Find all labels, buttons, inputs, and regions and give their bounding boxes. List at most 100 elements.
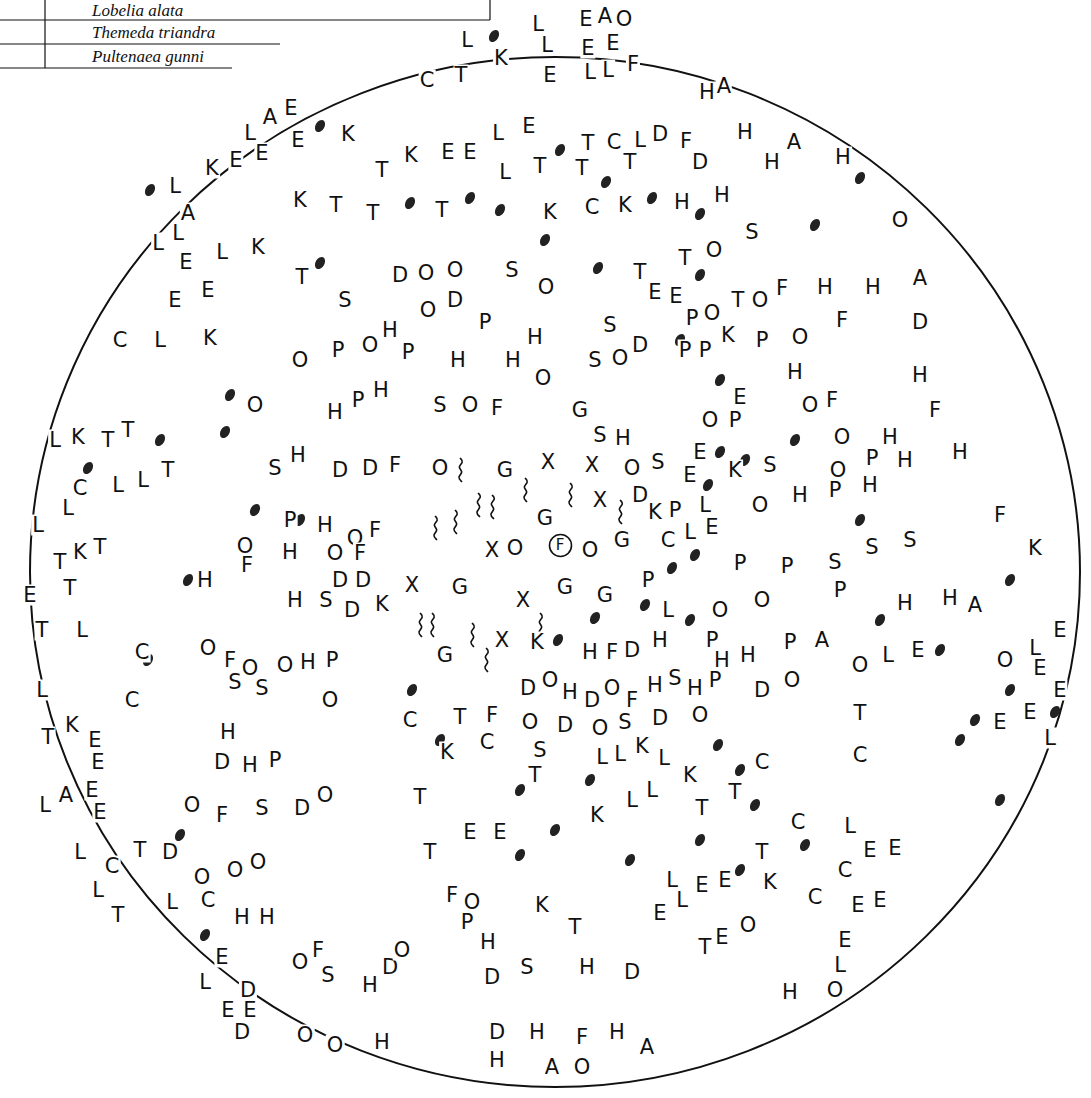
species-letter: P <box>401 342 416 363</box>
table-cell: Themeda triandra <box>90 24 217 41</box>
species-letter: L <box>73 842 87 863</box>
species-letter: H <box>951 442 969 463</box>
species-letter: H <box>281 542 299 563</box>
species-letter: T <box>755 842 770 863</box>
species-letter: A <box>58 785 74 806</box>
species-letter: D <box>651 708 669 729</box>
species-letter: L <box>198 972 212 993</box>
species-letter: O <box>603 678 622 699</box>
species-letter: S <box>617 712 632 733</box>
species-letter: H <box>286 590 304 611</box>
species-letter: L <box>111 475 125 496</box>
species-letter: D <box>213 752 231 773</box>
species-letter: S <box>587 350 602 371</box>
species-letter: F <box>240 555 254 576</box>
species-letter: G <box>496 460 514 481</box>
species-letter: X <box>540 452 556 473</box>
plant-dot <box>403 195 417 211</box>
species-letter: L <box>491 123 505 144</box>
species-letter: T <box>53 552 68 573</box>
species-letter: T <box>133 840 148 861</box>
species-letter: E <box>242 1000 257 1021</box>
species-letter: H <box>896 593 914 614</box>
plant-dot <box>713 444 727 460</box>
species-letter: P <box>755 330 770 351</box>
species-letter: H <box>781 982 799 1003</box>
species-letter: O <box>326 1035 345 1056</box>
species-letter: C <box>837 860 854 881</box>
species-letter: E <box>462 142 477 163</box>
species-letter: E <box>872 890 887 911</box>
species-letter: H <box>881 427 899 448</box>
species-letter: S <box>267 458 282 479</box>
plant-dot <box>553 142 567 158</box>
plant-dot <box>198 927 212 943</box>
species-letter: E <box>714 927 729 948</box>
species-letter: F <box>353 543 367 564</box>
species-letter: T <box>101 430 116 451</box>
species-letter: X <box>592 490 608 511</box>
species-letter: S <box>602 315 617 336</box>
species-letter: E <box>22 585 37 606</box>
species-letter: F <box>679 131 693 152</box>
species-letter: C <box>790 812 807 833</box>
species-letter: T <box>678 248 693 269</box>
species-letter: D <box>911 312 929 333</box>
species-letter: L <box>540 35 554 56</box>
circled-marker: F <box>548 533 573 558</box>
species-letter: T <box>161 460 176 481</box>
plant-dot <box>1003 572 1017 588</box>
species-letter: G <box>596 585 614 606</box>
species-letter: H <box>316 515 334 536</box>
species-letter: O <box>711 600 730 621</box>
species-letter: T <box>454 65 469 86</box>
species-letter: E <box>462 822 477 843</box>
species-letter: L <box>661 600 675 621</box>
plant-dot <box>313 255 327 271</box>
species-letter: O <box>321 690 340 711</box>
species-letter: C <box>419 70 436 91</box>
grass-squiggle <box>454 510 457 534</box>
species-letter: T <box>366 203 381 224</box>
species-letter: O <box>226 860 245 881</box>
species-letter: P <box>705 630 720 651</box>
species-letter: O <box>615 9 634 30</box>
species-letter: T <box>853 703 868 724</box>
species-letter: T <box>329 195 344 216</box>
grass-squiggles <box>419 458 622 672</box>
species-letter: S <box>254 678 269 699</box>
species-letter: P <box>268 750 283 771</box>
marker-ring <box>549 534 571 556</box>
species-letter: H <box>941 588 959 609</box>
species-letter: D <box>483 967 501 988</box>
plant-dot <box>788 432 802 448</box>
species-letter: L <box>843 816 857 837</box>
grass-squiggle <box>434 516 437 540</box>
plant-dot <box>463 190 477 206</box>
species-letter: H <box>786 362 804 383</box>
species-letter: T <box>41 727 56 748</box>
species-letter: C <box>852 745 869 766</box>
species-letter: H <box>258 907 276 928</box>
species-letter: O <box>537 277 556 298</box>
species-letter: K <box>439 742 455 763</box>
species-letter: F <box>825 390 839 411</box>
species-letter: H <box>361 975 379 996</box>
species-letter: D <box>343 600 361 621</box>
species-letter: L <box>75 620 89 641</box>
species-letter: E <box>178 252 193 273</box>
species-letter: P <box>698 340 713 361</box>
plant-dot <box>493 202 507 218</box>
plant-dot <box>81 460 95 476</box>
plant-dot <box>873 612 887 628</box>
species-letter: H <box>449 350 467 371</box>
species-letter: F <box>835 310 849 331</box>
species-letter: E <box>668 286 683 307</box>
species-letter: F <box>388 455 402 476</box>
species-letter: O <box>246 395 265 416</box>
species-letter: P <box>685 308 700 329</box>
species-letter: F <box>775 278 789 299</box>
species-letter: H <box>713 650 731 671</box>
species-letter: C <box>134 642 151 663</box>
species-letter: O <box>183 795 202 816</box>
